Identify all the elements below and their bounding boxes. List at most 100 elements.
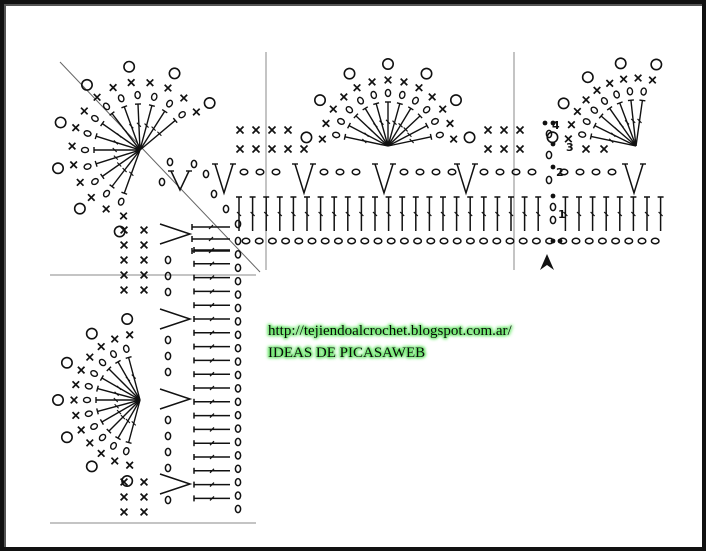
chain-stitch (234, 464, 242, 474)
chain-stitch (178, 110, 186, 119)
chain-stitch (333, 237, 343, 245)
row-number-4: 4 (552, 119, 560, 132)
fan-stitch (348, 124, 389, 147)
double-crochet (576, 196, 582, 231)
chain-stitch (164, 255, 172, 265)
shell-fan (82, 344, 141, 456)
chain-stitch (158, 177, 166, 187)
double-crochet (562, 196, 569, 231)
chain-stitch (452, 237, 462, 245)
single-crochet-x (564, 134, 573, 143)
double-crochet (263, 196, 270, 231)
row-number-1: 1 (558, 208, 566, 221)
chain-stitch (398, 90, 406, 100)
chain-ring (168, 67, 181, 80)
fan-stitch (387, 115, 421, 147)
slip-stitch (550, 238, 556, 244)
chain-stitch (234, 290, 242, 299)
slip-stitch (550, 164, 556, 170)
chain-stitch (164, 431, 172, 441)
chain-stitch (399, 168, 409, 176)
double-crochet (193, 398, 230, 405)
chain-stitch (545, 175, 553, 185)
double-crochet (193, 481, 230, 488)
double-crochet (193, 316, 230, 322)
chain-stitch (255, 168, 265, 176)
watermark-subtitle: IDEAS DE PICASAWEB (268, 345, 426, 361)
double-crochet (603, 196, 610, 231)
chain-stitch (109, 350, 118, 359)
chain-stitch (164, 415, 172, 425)
chain-stitch (234, 477, 242, 487)
chain-stitch (254, 237, 264, 245)
watermark-url: http://tejiendoalcrochet.blogspot.com.ar… (268, 323, 512, 339)
chain-stitch (607, 168, 617, 176)
chain-stitch (373, 237, 383, 245)
single-crochet-x (428, 93, 437, 101)
chain-ring (121, 313, 134, 326)
double-crochet (521, 196, 528, 231)
chain-stitch (582, 118, 591, 126)
double-crochet (399, 196, 406, 231)
double-crochet (249, 196, 256, 231)
fan-stitch (95, 135, 141, 151)
single-crochet-x (69, 160, 78, 169)
chain-stitch (84, 410, 93, 418)
fan-border (300, 57, 476, 144)
chain-stitch (117, 94, 125, 103)
single-crochet-x (483, 144, 493, 154)
chain-stitch (164, 447, 172, 457)
chain-ring (80, 78, 93, 91)
chain-stitch (545, 150, 553, 160)
single-crochet-x (648, 76, 657, 84)
chain-stitch (234, 410, 242, 420)
chain-stitch (210, 189, 218, 199)
v-stitch (159, 308, 193, 330)
chain-stitch (164, 351, 172, 361)
fan-stitch (97, 387, 141, 401)
single-crochet-x (93, 93, 101, 102)
chain-stitch (234, 491, 242, 500)
chain-stitch (411, 96, 420, 105)
chain-stitch (234, 250, 242, 259)
single-crochet-x (634, 74, 642, 82)
fan-stitch (375, 103, 389, 147)
double-crochet (331, 196, 338, 231)
single-crochet-x (127, 78, 136, 87)
fan-stitch (101, 399, 141, 423)
single-crochet-x (119, 507, 129, 517)
chain-stitch (319, 168, 329, 176)
chain-stitch (465, 237, 475, 245)
fan-stitch (387, 124, 428, 147)
chain-stitch (234, 451, 242, 460)
single-crochet-x (139, 285, 149, 295)
single-crochet-x (251, 125, 261, 135)
chain-stitch (234, 343, 242, 353)
chain-stitch (435, 131, 445, 139)
chain-stitch (102, 189, 111, 198)
chain-ring (60, 431, 73, 444)
single-crochet-x (483, 125, 493, 135)
chain-stitch (190, 159, 198, 169)
chain-stitch (109, 441, 118, 450)
single-crochet-x (102, 205, 111, 213)
chain-stitch (345, 105, 354, 114)
shell-fan (331, 88, 445, 147)
shell-fan (80, 90, 186, 206)
single-crochet-x (125, 330, 134, 339)
single-crochet-x (139, 270, 149, 280)
single-crochet-x (119, 492, 129, 502)
single-crochet-x (581, 144, 591, 154)
single-crochet-x (499, 144, 509, 154)
double-crochet (358, 196, 365, 231)
single-crochet-x (125, 461, 134, 470)
double-crochet (193, 412, 230, 419)
single-crochet-x (71, 411, 80, 420)
chain-ring (300, 131, 313, 144)
fan-stitch (590, 135, 637, 147)
single-crochet-x (139, 477, 149, 487)
fan-stitch (117, 399, 141, 439)
fan-stitch (387, 108, 412, 147)
chain-ring (449, 94, 462, 107)
chain-stitch (597, 237, 607, 245)
